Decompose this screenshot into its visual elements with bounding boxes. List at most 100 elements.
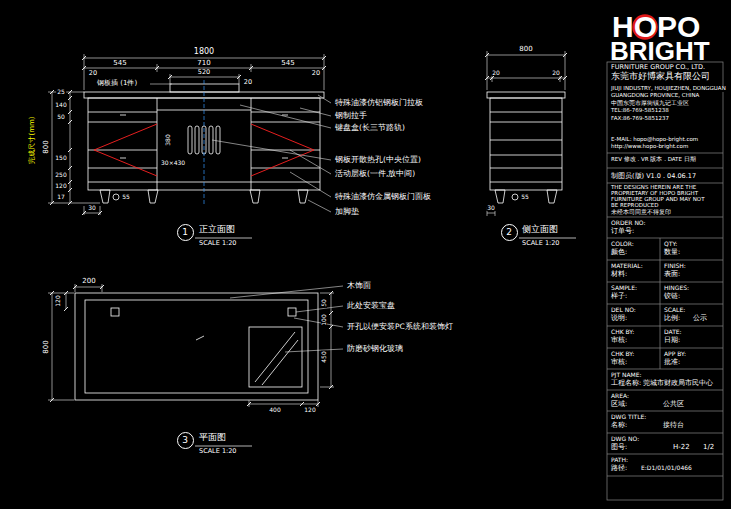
title-block-text: TEL:86-769-5851238 <box>610 108 670 114</box>
centerline <box>204 80 205 206</box>
title-block-text: FAX:86-769-5851237 <box>610 116 670 122</box>
callout-note: 木饰面 <box>346 282 372 290</box>
title-block-text: SAMPLE: <box>610 285 638 291</box>
dimension-text: 20 <box>491 70 501 76</box>
callout-note: 加脚垫 <box>334 208 360 216</box>
title-block-text: 未经本司同意不得复印 <box>610 209 672 215</box>
dimension-lines <box>48 54 324 215</box>
dimension-text: 55 <box>520 194 530 200</box>
title-block-text: HINGES: <box>663 285 690 291</box>
dimension-lines <box>487 51 565 216</box>
title-block-text: DWG TITLE: <box>610 414 647 420</box>
dimension-text: 20 <box>311 70 321 77</box>
title-block-text: QTY: <box>663 241 678 247</box>
dimension-text: 380 <box>165 133 171 146</box>
title-block-text: AREA: <box>610 393 630 399</box>
callout-note: 防磨砂钢化玻璃 <box>346 345 404 353</box>
dimension-lines <box>48 284 334 407</box>
dimension-ticks <box>50 285 333 406</box>
view-callout-circle: 1 <box>177 224 194 241</box>
title-block-text: PJT NAME: <box>610 372 643 378</box>
dimension-text: 520 <box>197 69 211 76</box>
title-block-frame <box>607 153 723 476</box>
dimension-text: 50 <box>56 114 66 120</box>
title-block-text: COLOR: <box>610 241 635 247</box>
callout-note: 钢板开散热孔(中央位置) <box>334 156 422 164</box>
dimension-text: 120 <box>55 294 61 307</box>
dimension-text: 200 <box>81 278 96 285</box>
title-block-text: 比例: <box>663 315 681 322</box>
title-block-text: PATH: <box>610 457 629 463</box>
title-block-text: 材料: <box>610 271 628 278</box>
title-block-text: FINISH: <box>663 263 687 269</box>
callout-note: 键盘盒(长三节路轨) <box>334 124 406 132</box>
view-title-lines <box>195 238 576 446</box>
title-block-text: E:D1/01/01/0466 <box>640 465 693 471</box>
title-block-text: 审核: <box>610 337 628 344</box>
counter-plan <box>288 308 296 316</box>
cabinet-side <box>512 194 518 200</box>
title-block-frame <box>607 62 723 500</box>
title-block-text: FURNITURE GROUP AND MAY NOT <box>610 197 706 203</box>
dimension-ticks <box>50 56 326 215</box>
counter-plan <box>75 293 318 400</box>
title-block-text: ORDER NO: <box>610 220 647 226</box>
callout-number: 1 <box>182 228 188 237</box>
cabinet-side <box>490 112 562 182</box>
company-logo: BRIGHT <box>610 38 710 64</box>
title-block-text: 制图员(版) V1.0 . 04.06.17 <box>610 173 697 180</box>
title-block-text: DATE: <box>663 329 683 335</box>
dimension-ticks <box>485 53 567 80</box>
dimension-text: 30×430 <box>160 160 186 166</box>
title-block-text: DEL NO: <box>610 307 637 313</box>
dimension-text: 120 <box>303 407 316 413</box>
title-block-text: H-22 <box>672 444 691 451</box>
view-title: SCALE 1:20 <box>198 240 238 247</box>
title-block-text: 样子: <box>610 293 628 300</box>
title-block-text: 批准: <box>663 359 681 366</box>
callout-note: 此处安装宝盘 <box>346 302 396 310</box>
view-title: 正立面图 <box>198 225 236 234</box>
title-block-text: 说明: <box>610 315 628 322</box>
title-block-text: CHK BY: <box>610 329 635 335</box>
title-block-text: 审核: <box>610 359 628 366</box>
title-block-text: 颜色: <box>610 249 628 256</box>
title-block-text: 1/2 <box>702 444 715 451</box>
leader-lines <box>212 95 331 212</box>
dimension-lines <box>84 54 324 90</box>
dimension-ticks <box>50 285 333 406</box>
dimension-text: 30 <box>486 205 496 211</box>
dimension-ticks <box>485 53 567 80</box>
dimension-text: 25 <box>56 89 66 95</box>
title-block-text: E-MAIL: hopo@hopo-bright.com <box>610 137 699 143</box>
cabinet-side <box>490 98 562 190</box>
title-block-text: MATERIAL: <box>610 263 644 269</box>
dimension-text: 20 <box>243 79 253 86</box>
dimension-text: 250 <box>54 172 67 178</box>
view-title: SCALE 1:20 <box>521 240 561 247</box>
title-block-text: 名称: <box>610 422 628 429</box>
cabinet-front <box>188 126 192 154</box>
dimension-text: 545 <box>280 60 295 67</box>
dimension-text: 150 <box>54 155 67 161</box>
counter-plan <box>75 293 318 400</box>
view-title-lines <box>195 238 576 446</box>
dimension-text: 20 <box>551 70 561 76</box>
counter-plan <box>255 332 298 385</box>
counter-plan <box>111 308 119 316</box>
dimension-lines <box>48 92 100 215</box>
title-block-text: REV 修改 . VR 版本 . DATE 日期 <box>610 157 697 163</box>
callout-note: 钢板插 (1件) <box>96 80 138 87</box>
view-callout-circle: 3 <box>177 432 194 449</box>
title-block-text: 图号: <box>610 444 628 451</box>
title-block-text: 日期: <box>663 337 681 344</box>
callout-number: 3 <box>182 436 188 445</box>
title-block-text: 东莞市好博家具有限公司 <box>610 72 711 81</box>
dimension-text: 450 <box>321 350 327 363</box>
dimension-ticks <box>82 56 326 79</box>
title-block-text: DWG NO: <box>610 436 640 442</box>
title-block-text: 订单号: <box>610 228 635 235</box>
dimension-text: 100 <box>321 313 327 326</box>
title-block-text: SCALE: <box>663 307 686 313</box>
